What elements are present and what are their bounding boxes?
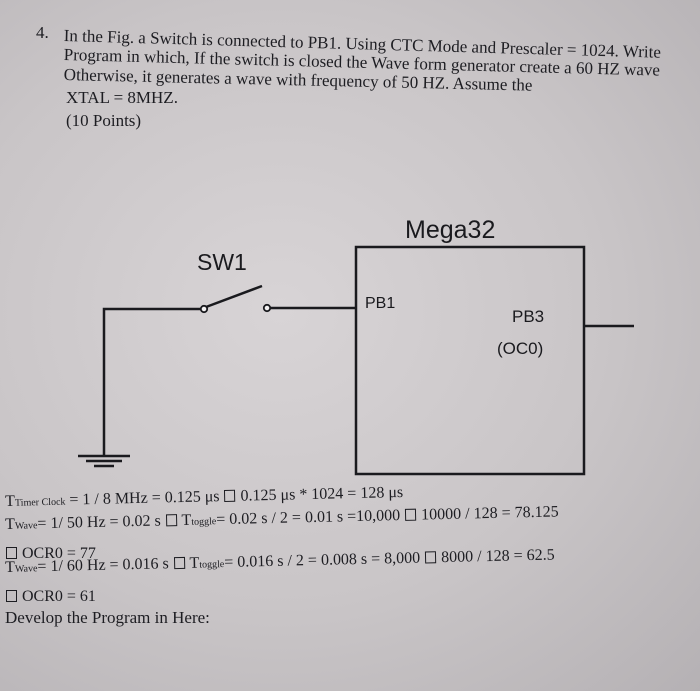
question-points: (10 Points) [66,111,142,130]
solution-line-ocr0-61: OCR0 = 61 [5,589,96,605]
arrow-box-icon [173,556,185,570]
arrow-box-icon [6,547,17,559]
switch-lever [205,284,263,309]
pin-pb3-label: PB3 [512,307,544,326]
solution-line-ocr0-77: OCR0 = 77 [5,546,96,562]
question-line-4: XTAL = 8MHZ. [66,88,178,107]
switch-label: SW1 [197,249,247,275]
question-number: 4. [36,23,49,42]
develop-program-prompt: Develop the Program in Here: [5,608,210,627]
pin-oc0-label: (OC0) [497,339,543,358]
ground-symbol [78,454,130,468]
mega32-chip-body [354,245,586,476]
switch-contact-right [262,303,272,313]
arrow-box-icon [405,508,417,521]
chip-label: Mega32 [405,216,495,244]
arrow-box-icon [425,551,437,564]
pin-pb1-label: PB1 [365,295,395,312]
arrow-box-icon [224,489,236,503]
ground-wire [102,307,201,455]
arrow-box-icon [6,590,17,602]
arrow-box-icon [165,514,177,527]
